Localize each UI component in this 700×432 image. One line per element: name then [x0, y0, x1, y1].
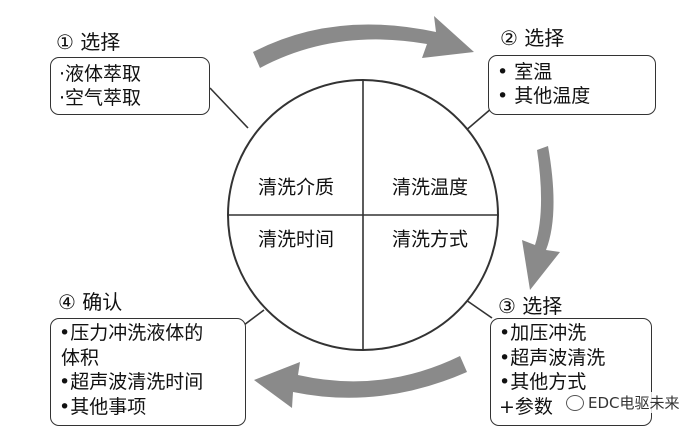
quadrant-label-cleaning-method: 清洗方式	[391, 228, 469, 251]
connector-step2	[463, 107, 493, 133]
step3-item: +参数	[499, 395, 553, 418]
quadrant-label-cleaning-time: 清洗时间	[257, 228, 335, 251]
step2-title: ② 选择	[500, 26, 565, 50]
wechat-icon	[566, 394, 584, 411]
quadrant-label-cleaning-medium: 清洗介质	[257, 176, 335, 199]
step4-item: •压力冲洗液体的	[59, 322, 204, 344]
step2-box: • 室温 • 其他温度	[488, 55, 656, 115]
step1-item: ·空气萃取	[59, 87, 142, 109]
step1-item: ·液体萃取	[59, 63, 142, 85]
step3-item: •超声波清洗	[499, 346, 606, 369]
cycle-arrow-right	[522, 146, 560, 290]
step3-title: ③ 选择	[498, 294, 563, 318]
step3-item: •加压冲洗	[499, 322, 587, 344]
connector-step3	[465, 299, 493, 319]
cycle-arrow-bottom	[254, 356, 467, 408]
step3-item: •其他方式	[499, 371, 587, 393]
step1-title: ① 选择	[56, 30, 121, 54]
step4-item: •超声波清洗时间	[59, 371, 204, 393]
step4-box: •压力冲洗液体的 体积 •超声波清洗时间 •其他事项	[50, 318, 246, 426]
step4-item: •其他事项	[59, 395, 147, 418]
watermark: EDC电驱未来	[566, 392, 680, 413]
cycle-arrow-top	[253, 16, 474, 68]
quadrant-label-cleaning-temperature: 清洗温度	[391, 176, 469, 199]
step1-box: ·液体萃取 ·空气萃取	[50, 57, 210, 115]
connector-step1	[209, 87, 249, 129]
step4-title: ④ 确认	[58, 290, 123, 314]
watermark-text: EDC电驱未来	[588, 394, 680, 412]
step2-item: • 其他温度	[497, 85, 591, 107]
step4-item: 体积	[61, 346, 100, 369]
step2-item: • 室温	[497, 61, 553, 83]
